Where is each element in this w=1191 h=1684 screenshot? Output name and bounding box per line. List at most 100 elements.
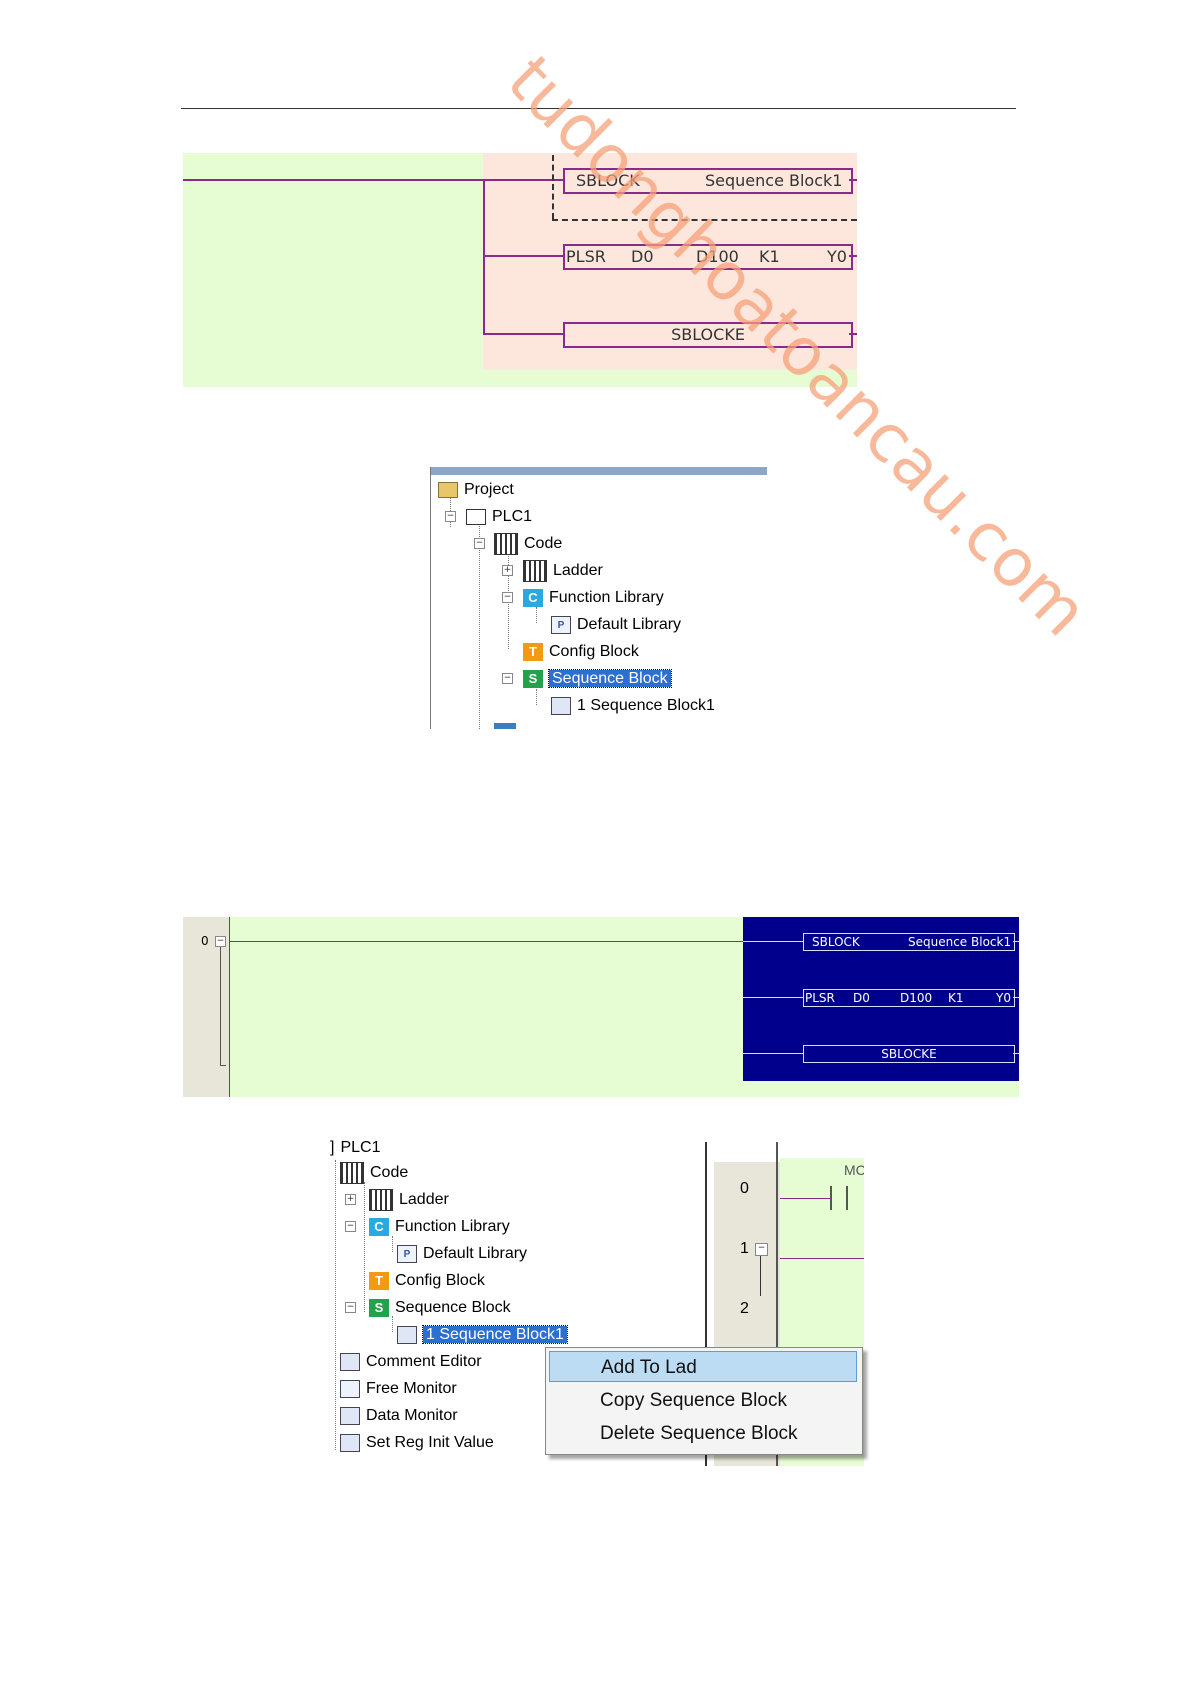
menu-item-copy-sequence-block[interactable]: Copy Sequence Block [600, 1390, 787, 1411]
tree-item-code[interactable]: Code [494, 532, 562, 556]
wire [1013, 997, 1019, 998]
panel-border [705, 1142, 707, 1466]
tree-item-label-selected: 1 Sequence Block1 [422, 1325, 568, 1344]
collapse-icon[interactable]: − [445, 511, 456, 522]
sblocke-instruction[interactable]: SBLOCKE [563, 322, 853, 348]
tree-item-label: Free Monitor [366, 1380, 457, 1397]
tree-item-free-monitor[interactable]: Free Monitor [340, 1377, 457, 1401]
wire [1013, 941, 1019, 942]
ladder-diagram-top: SBLOCK Sequence Block1 PLSR D0 D100 K1 Y… [183, 153, 857, 387]
collapse-icon[interactable]: − [474, 538, 485, 549]
tree-item-plc1[interactable]: ] PLC1 [330, 1136, 380, 1160]
wire [1013, 1053, 1019, 1054]
menu-item-delete-sequence-block[interactable]: Delete Sequence Block [600, 1423, 798, 1444]
tree-item-label: PLC1 [340, 1139, 381, 1156]
tree-item-sequence-block1[interactable]: 1 Sequence Block1 [551, 694, 715, 718]
collapse-icon[interactable]: − [215, 936, 226, 947]
sblock-label: SBLOCK [812, 935, 860, 949]
tree-connector [392, 1316, 393, 1332]
plsr-arg2: D100 [900, 991, 933, 1005]
plsr-instruction[interactable]: PLSR D0 D100 K1 Y0 [563, 244, 853, 270]
selected-sequence-block[interactable]: SBLOCK Sequence Block1 PLSR D0 D100 K1 Y… [743, 917, 1019, 1081]
code-icon [340, 1161, 364, 1184]
tree-item-sequence-block[interactable]: S Sequence Block [523, 667, 672, 691]
tree-item-ladder[interactable]: Ladder [523, 559, 603, 583]
tree-item-label: Config Block [395, 1272, 485, 1289]
expand-icon[interactable]: + [345, 1194, 356, 1205]
plsr-arg1: D0 [853, 991, 870, 1005]
collapse-icon[interactable]: − [345, 1302, 356, 1313]
tree-item-label-selected: Sequence Block [548, 669, 672, 688]
free-monitor-icon [340, 1379, 360, 1398]
folder-icon [438, 481, 458, 498]
plsr-arg3: K1 [759, 247, 780, 266]
tree-item-set-reg-init-value[interactable]: Set Reg Init Value [340, 1431, 494, 1455]
tree-connector [536, 607, 537, 623]
code-icon [494, 532, 518, 555]
contact-icon[interactable] [846, 1186, 848, 1210]
sblocke-instruction[interactable]: SBLOCKE [803, 1045, 1015, 1063]
ladder-diagram-bottom: 0 − SBLOCK Sequence Block1 PLSR D0 D100 … [183, 917, 1019, 1097]
rung-bracket [220, 947, 221, 1065]
rung-wire [780, 1258, 864, 1259]
rung-bracket [220, 1065, 226, 1066]
block-icon [397, 1325, 417, 1344]
collapse-icon[interactable]: − [502, 592, 513, 603]
rung-wire [183, 179, 483, 181]
plsr-arg3: K1 [948, 991, 964, 1005]
contact-icon[interactable] [830, 1186, 832, 1210]
expand-icon[interactable]: + [502, 565, 513, 576]
library-icon: P [397, 1244, 417, 1263]
tree-item-label: Data Monitor [366, 1407, 458, 1424]
tree-item-comment-editor[interactable]: Comment Editor [340, 1350, 482, 1374]
tree-item-label: Sequence Block [395, 1299, 511, 1316]
tree-item-label: Project [464, 481, 514, 498]
tree-item-data-monitor[interactable]: Data Monitor [340, 1404, 458, 1428]
sblock-instruction[interactable]: SBLOCK Sequence Block1 [803, 933, 1015, 951]
collapse-icon[interactable]: − [345, 1221, 356, 1232]
gutter-border [776, 1142, 778, 1466]
rung-wire-end [849, 179, 857, 181]
config-block-icon: T [523, 642, 543, 661]
branch-wire-1 [483, 179, 563, 181]
set-reg-icon [340, 1433, 360, 1452]
plc-icon [466, 508, 486, 525]
plsr-arg1: D0 [631, 247, 654, 266]
page-header-rule [181, 108, 1016, 109]
sblock-instruction[interactable]: SBLOCK Sequence Block1 [563, 168, 853, 194]
sblocke-label: SBLOCKE [671, 325, 745, 344]
left-rail [229, 917, 230, 1097]
dashed-frame [552, 219, 857, 221]
collapse-icon[interactable]: − [755, 1243, 768, 1256]
tree-item-label: Function Library [395, 1218, 510, 1235]
tree-item-code[interactable]: Code [340, 1161, 408, 1185]
branch-wire-3 [483, 333, 563, 335]
plsr-arg4: Y0 [827, 247, 847, 266]
sequence-block-icon: S [523, 669, 543, 688]
row-number: 0 [201, 934, 209, 948]
plsr-instruction[interactable]: PLSR D0 D100 K1 Y0 [803, 989, 1015, 1007]
ladder-icon [523, 559, 547, 582]
ladder-icon [369, 1188, 393, 1211]
bracket-icon: ] [330, 1139, 335, 1156]
tree-item-ladder[interactable]: Ladder [369, 1188, 449, 1212]
rung-wire-end [849, 333, 857, 335]
wire [743, 997, 803, 998]
menu-item-add-to-lad[interactable]: Add To Lad [549, 1351, 857, 1382]
panel-border [430, 467, 431, 729]
sblock-name: Sequence Block1 [908, 935, 1012, 949]
collapse-icon[interactable]: − [502, 673, 513, 684]
tree-item-project[interactable]: Project [438, 478, 514, 502]
plsr-arg4: Y0 [996, 991, 1011, 1005]
tree-item-sequence-block1[interactable]: 1 Sequence Block1 [397, 1323, 568, 1347]
function-library-icon: C [523, 588, 543, 607]
tree-item-plc1[interactable]: PLC1 [466, 505, 532, 529]
